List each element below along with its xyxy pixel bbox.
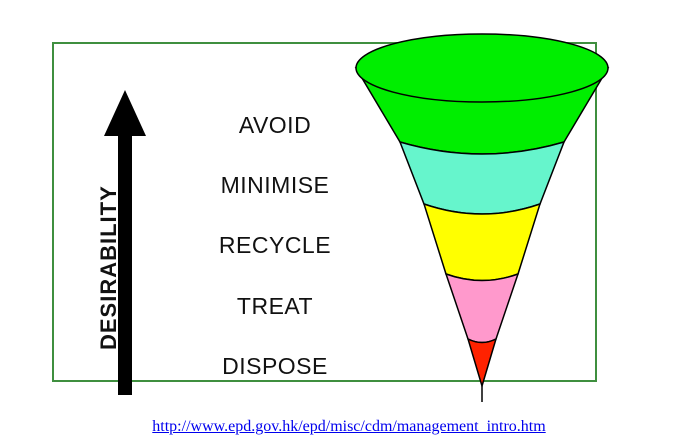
up-arrow-icon xyxy=(104,90,146,395)
desirability-axis-label: DESIRABILITY xyxy=(96,185,121,350)
waste-hierarchy-cone xyxy=(354,33,610,402)
level-label-recycle: RECYCLE xyxy=(218,232,332,258)
source-url-link[interactable]: http://www.epd.gov.hk/epd/misc/cdm/manag… xyxy=(152,418,546,435)
cone-layer-recycle xyxy=(422,202,542,282)
level-label-dispose: DISPOSE xyxy=(222,353,328,379)
diagram-frame xyxy=(52,42,597,382)
level-label-avoid: AVOID xyxy=(238,112,312,138)
cone-top-ellipse xyxy=(355,33,609,103)
cone-layer-dispose xyxy=(466,337,498,389)
cone-layer-treat xyxy=(444,272,520,344)
level-label-treat: TREAT xyxy=(236,293,314,319)
level-label-minimise: MINIMISE xyxy=(220,172,330,198)
